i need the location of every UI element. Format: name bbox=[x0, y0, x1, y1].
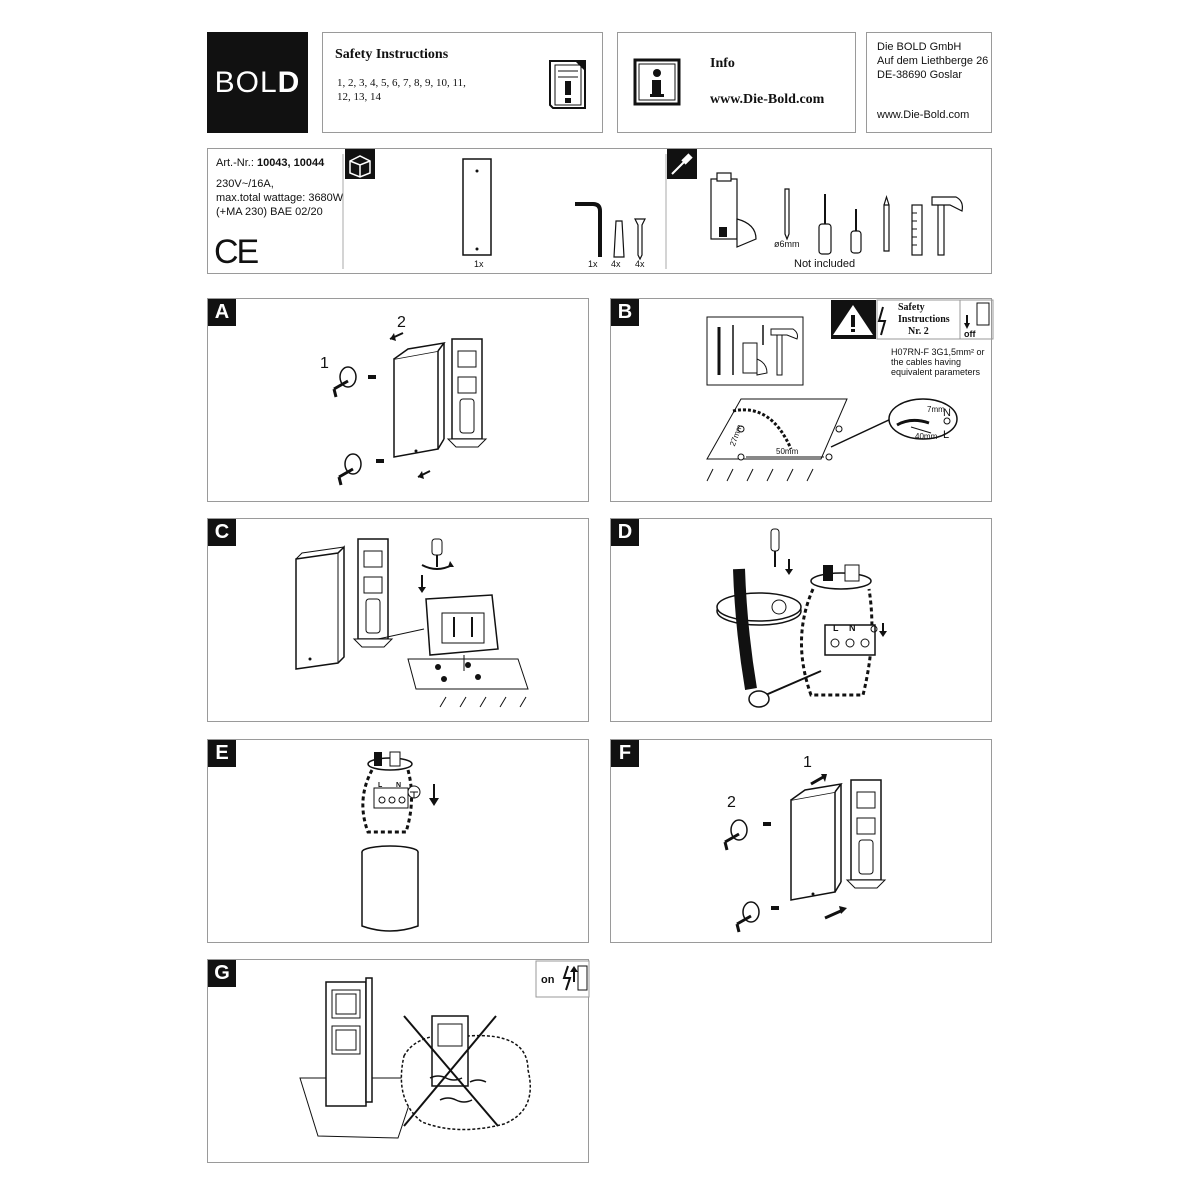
info-box: Info www.Die-Bold.com bbox=[617, 32, 856, 133]
dowel-icon bbox=[613, 220, 625, 258]
drill-size: ø6mm bbox=[774, 239, 800, 249]
document-warning-icon bbox=[549, 60, 586, 109]
parts-and-tools-drawing bbox=[342, 149, 963, 269]
lightning-on-icon bbox=[562, 965, 572, 991]
panel-b-d40: 40mm bbox=[915, 432, 938, 441]
panel-b-cable1: H07RN-F 3G1,5mm² or bbox=[891, 347, 985, 357]
panel-e-terminal-n: N bbox=[396, 782, 402, 789]
screw-icon bbox=[634, 218, 646, 261]
ruler-icon bbox=[911, 204, 923, 256]
tools-icon bbox=[667, 149, 697, 179]
panel-e-drawing bbox=[361, 751, 439, 932]
spec-line2: max.total wattage: 3680W bbox=[216, 192, 344, 204]
panel-f-step2: 2 bbox=[727, 794, 736, 811]
panel-a-step2: 2 bbox=[397, 314, 406, 331]
safety-title: Safety Instructions bbox=[335, 47, 449, 62]
panel-a: A 1 2 bbox=[207, 298, 589, 502]
panel-g-drawing bbox=[299, 960, 590, 1139]
panel-b-cable3: equivalent parameters bbox=[891, 367, 981, 377]
panel-c: C bbox=[207, 518, 589, 722]
column-part-icon bbox=[462, 158, 492, 256]
art-label: Art.-Nr.: bbox=[216, 157, 254, 169]
warning-triangle-icon bbox=[831, 300, 876, 339]
panel-b-drawing bbox=[706, 299, 994, 482]
panel-g-letter: G bbox=[208, 960, 236, 987]
screwdriver-small-icon bbox=[850, 209, 862, 254]
safety-instructions-box: Safety Instructions 1, 2, 3, 4, 5, 6, 7,… bbox=[322, 32, 603, 133]
panel-b-safety-title: Safety bbox=[898, 302, 925, 313]
lightning-icon bbox=[877, 306, 887, 336]
not-included: Not included bbox=[794, 258, 856, 270]
key-qty: 1x bbox=[588, 259, 598, 269]
allen-key-icon bbox=[575, 202, 602, 257]
panel-d-drawing bbox=[716, 528, 887, 708]
ce-mark: CE bbox=[214, 233, 259, 271]
package-icon bbox=[345, 149, 375, 179]
panel-b-safety-title2: Instructions bbox=[898, 314, 950, 325]
switch-off-icon bbox=[964, 302, 990, 329]
company-street: Auf dem Liethberge 26 bbox=[877, 55, 989, 67]
brand-name-light: BOL bbox=[214, 65, 278, 99]
brand-name-bold: D bbox=[277, 65, 301, 99]
info-url: www.Die-Bold.com bbox=[710, 92, 825, 107]
art-line: Art.-Nr.: 10043, 10044 bbox=[216, 157, 324, 169]
panel-g-on: on bbox=[541, 974, 555, 986]
screw-qty: 4x bbox=[635, 259, 645, 269]
panel-b-d50: 50mm bbox=[776, 447, 799, 456]
panel-f-letter: F bbox=[611, 740, 639, 767]
spec-line1: 230V~/16A, bbox=[216, 178, 274, 190]
panel-b-terminal-l: L bbox=[943, 429, 950, 441]
panel-f-step1: 1 bbox=[803, 754, 812, 771]
panel-d-terminal-l: L bbox=[833, 623, 839, 633]
panel-d-letter: D bbox=[611, 519, 639, 546]
panel-c-letter: C bbox=[208, 519, 236, 546]
panel-b: B bbox=[610, 298, 994, 502]
spec-line3: (+MA 230) BAE 02/20 bbox=[216, 206, 323, 218]
panel-a-step1: 1 bbox=[320, 355, 329, 372]
panel-b-safety-nr: Nr. 2 bbox=[908, 326, 929, 337]
panel-b-off: off bbox=[964, 329, 976, 339]
panel-a-drawing bbox=[332, 332, 488, 486]
panel-b-d7: 7mm bbox=[927, 405, 945, 414]
panel-c-drawing bbox=[295, 538, 529, 708]
panel-e-terminal-l: L bbox=[378, 782, 383, 789]
panel-a-letter: A bbox=[208, 299, 236, 326]
company-box: Die BOLD GmbH Auf dem Liethberge 26 DE-3… bbox=[866, 32, 992, 133]
panel-b-cable2: the cables having bbox=[891, 357, 962, 367]
panel-b-letter: B bbox=[611, 299, 639, 326]
panel-g: G on bbox=[207, 959, 590, 1163]
hammer-icon bbox=[931, 196, 963, 256]
company-website: www.Die-Bold.com bbox=[877, 109, 970, 121]
panel-b-terminal-n: N bbox=[943, 407, 951, 419]
info-icon bbox=[633, 58, 681, 106]
company-name: Die BOLD GmbH bbox=[877, 41, 962, 53]
panel-e: E L N bbox=[207, 739, 589, 943]
panel-d-terminal-n: N bbox=[849, 623, 856, 633]
safety-numbers: 1, 2, 3, 4, 5, 6, 7, 8, 9, 10, 11, 12, 1… bbox=[337, 77, 466, 103]
company-city: DE-38690 Goslar bbox=[877, 69, 962, 81]
panel-e-letter: E bbox=[208, 740, 236, 767]
drill-bit-icon bbox=[784, 188, 790, 241]
panel-d: D L N bbox=[610, 518, 992, 722]
drill-icon bbox=[710, 172, 757, 248]
art-numbers: 10043, 10044 bbox=[256, 157, 325, 169]
panel-f-drawing bbox=[723, 774, 887, 933]
screwdriver-large-icon bbox=[818, 194, 832, 255]
column-qty: 1x bbox=[474, 259, 484, 269]
pencil-icon bbox=[883, 194, 890, 252]
info-title: Info bbox=[710, 56, 735, 71]
spec-row: Art.-Nr.: 10043, 10044 230V~/16A, max.to… bbox=[207, 148, 992, 274]
panel-f: F 1 2 bbox=[610, 739, 992, 943]
dowel-qty: 4x bbox=[611, 259, 621, 269]
